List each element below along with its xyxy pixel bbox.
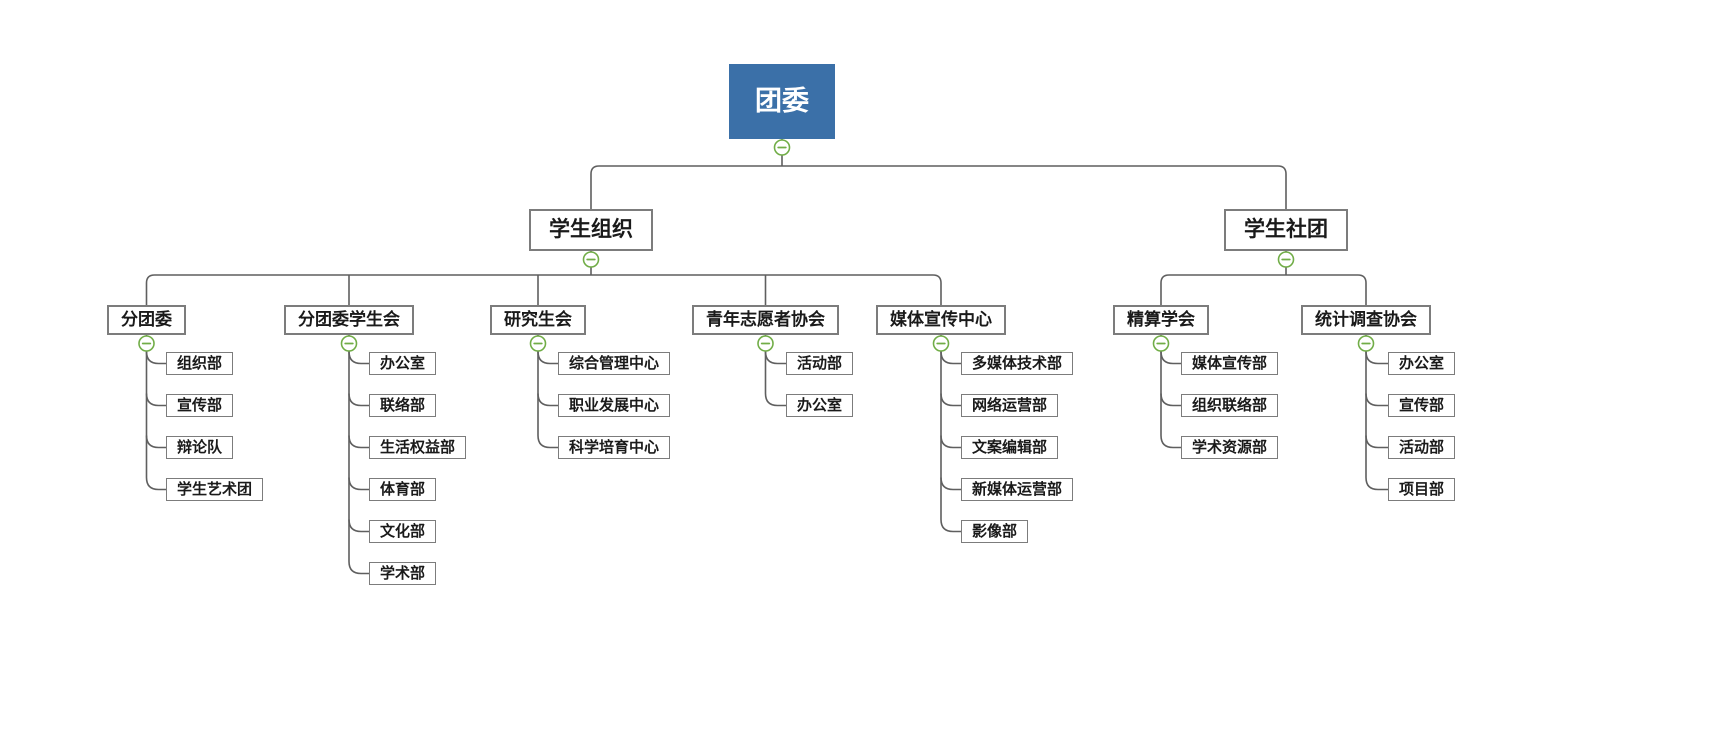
org-node-ftw-c1[interactable]: 宣传部 — [166, 394, 234, 418]
org-node-ftwxsh-c0[interactable]: 办公室 — [369, 352, 437, 376]
connector-line — [145, 274, 942, 305]
org-node-mtxczx-c0[interactable]: 多媒体技术部 — [961, 352, 1074, 376]
connector-line — [590, 165, 1287, 209]
org-node-xszz[interactable]: 学生组织 — [529, 209, 653, 252]
org-node-jsxh-c2[interactable]: 学术资源部 — [1181, 436, 1279, 460]
connector-line — [537, 351, 558, 365]
connector-line — [348, 351, 369, 365]
org-node-mtxczx[interactable]: 媒体宣传中心 — [876, 305, 1006, 335]
org-node-qnzyz-c1[interactable]: 办公室 — [786, 394, 854, 418]
org-node-ftw-c3[interactable]: 学生艺术团 — [166, 478, 264, 502]
connector-line — [348, 519, 369, 533]
connector-line — [940, 351, 961, 365]
org-node-mtxczx-c4[interactable]: 影像部 — [961, 520, 1029, 544]
collapse-toggle-mtxczx[interactable] — [932, 335, 950, 352]
org-node-mtxczx-c3[interactable]: 新媒体运营部 — [961, 478, 1074, 502]
org-node-jsxh-c1[interactable]: 组织联络部 — [1181, 394, 1279, 418]
org-node-ftw-c0[interactable]: 组织部 — [166, 352, 234, 376]
connector-line — [537, 335, 558, 449]
org-node-yjsh-c2[interactable]: 科学培育中心 — [558, 436, 671, 460]
collapse-toggle-ftw[interactable] — [138, 335, 155, 352]
connector-line — [145, 351, 166, 365]
connector-line — [1365, 435, 1388, 449]
org-node-tjdc-c0[interactable]: 办公室 — [1388, 352, 1456, 376]
connector-line — [348, 335, 369, 575]
org-node-root[interactable]: 团委 — [729, 64, 835, 140]
org-node-qnzyz-c0[interactable]: 活动部 — [786, 352, 854, 376]
collapse-toggle-xsst[interactable] — [1277, 251, 1295, 268]
connector-line — [537, 393, 558, 407]
collapse-toggle-root[interactable] — [773, 139, 791, 156]
connector-line — [1365, 393, 1388, 407]
connector-line — [348, 435, 369, 449]
org-node-ftwxsh-c5[interactable]: 学术部 — [369, 562, 437, 586]
connector-line — [764, 351, 786, 365]
org-node-tjdc[interactable]: 统计调查协会 — [1301, 305, 1431, 335]
org-node-jsxh-c0[interactable]: 媒体宣传部 — [1181, 352, 1279, 376]
connector-line — [940, 477, 961, 491]
connector-line — [1160, 274, 1367, 305]
connector-line — [145, 393, 166, 407]
connector-line — [1160, 335, 1181, 449]
org-node-tjdc-c2[interactable]: 活动部 — [1388, 436, 1456, 460]
connector-line — [1365, 351, 1388, 365]
connector-line — [145, 335, 166, 491]
org-node-ftw[interactable]: 分团委 — [107, 305, 186, 335]
org-node-ftwxsh-c4[interactable]: 文化部 — [369, 520, 437, 544]
connector-line — [348, 477, 369, 491]
collapse-toggle-xszz[interactable] — [582, 251, 600, 268]
org-node-yjsh[interactable]: 研究生会 — [490, 305, 586, 335]
collapse-toggle-yjsh[interactable] — [529, 335, 547, 352]
org-node-mtxczx-c1[interactable]: 网络运营部 — [961, 394, 1059, 418]
org-node-yjsh-c1[interactable]: 职业发展中心 — [558, 394, 671, 418]
org-node-mtxczx-c2[interactable]: 文案编辑部 — [961, 436, 1059, 460]
collapse-toggle-qnzyz[interactable] — [757, 335, 774, 352]
connector-line — [348, 393, 369, 407]
collapse-toggle-tjdc[interactable] — [1357, 335, 1375, 352]
org-node-tjdc-c1[interactable]: 宣传部 — [1388, 394, 1456, 418]
org-node-qnzyz[interactable]: 青年志愿者协会 — [692, 305, 839, 335]
connector-line — [940, 393, 961, 407]
org-node-ftwxsh[interactable]: 分团委学生会 — [284, 305, 414, 335]
org-node-yjsh-c0[interactable]: 综合管理中心 — [558, 352, 671, 376]
connector-line — [940, 335, 961, 533]
org-node-ftwxsh-c2[interactable]: 生活权益部 — [369, 436, 467, 460]
connector-line — [145, 435, 166, 449]
collapse-toggle-jsxh[interactable] — [1152, 335, 1170, 352]
org-node-ftw-c2[interactable]: 辩论队 — [166, 436, 234, 460]
connector-line — [1160, 351, 1181, 365]
connector-line — [940, 435, 961, 449]
connector-line — [1160, 393, 1181, 407]
org-node-jsxh[interactable]: 精算学会 — [1113, 305, 1209, 335]
org-node-ftwxsh-c3[interactable]: 体育部 — [369, 478, 437, 502]
connector-line — [1365, 335, 1388, 491]
collapse-toggle-ftwxsh[interactable] — [340, 335, 358, 352]
org-node-tjdc-c3[interactable]: 项目部 — [1388, 478, 1456, 502]
org-node-ftwxsh-c1[interactable]: 联络部 — [369, 394, 437, 418]
org-node-xsst[interactable]: 学生社团 — [1224, 209, 1348, 252]
